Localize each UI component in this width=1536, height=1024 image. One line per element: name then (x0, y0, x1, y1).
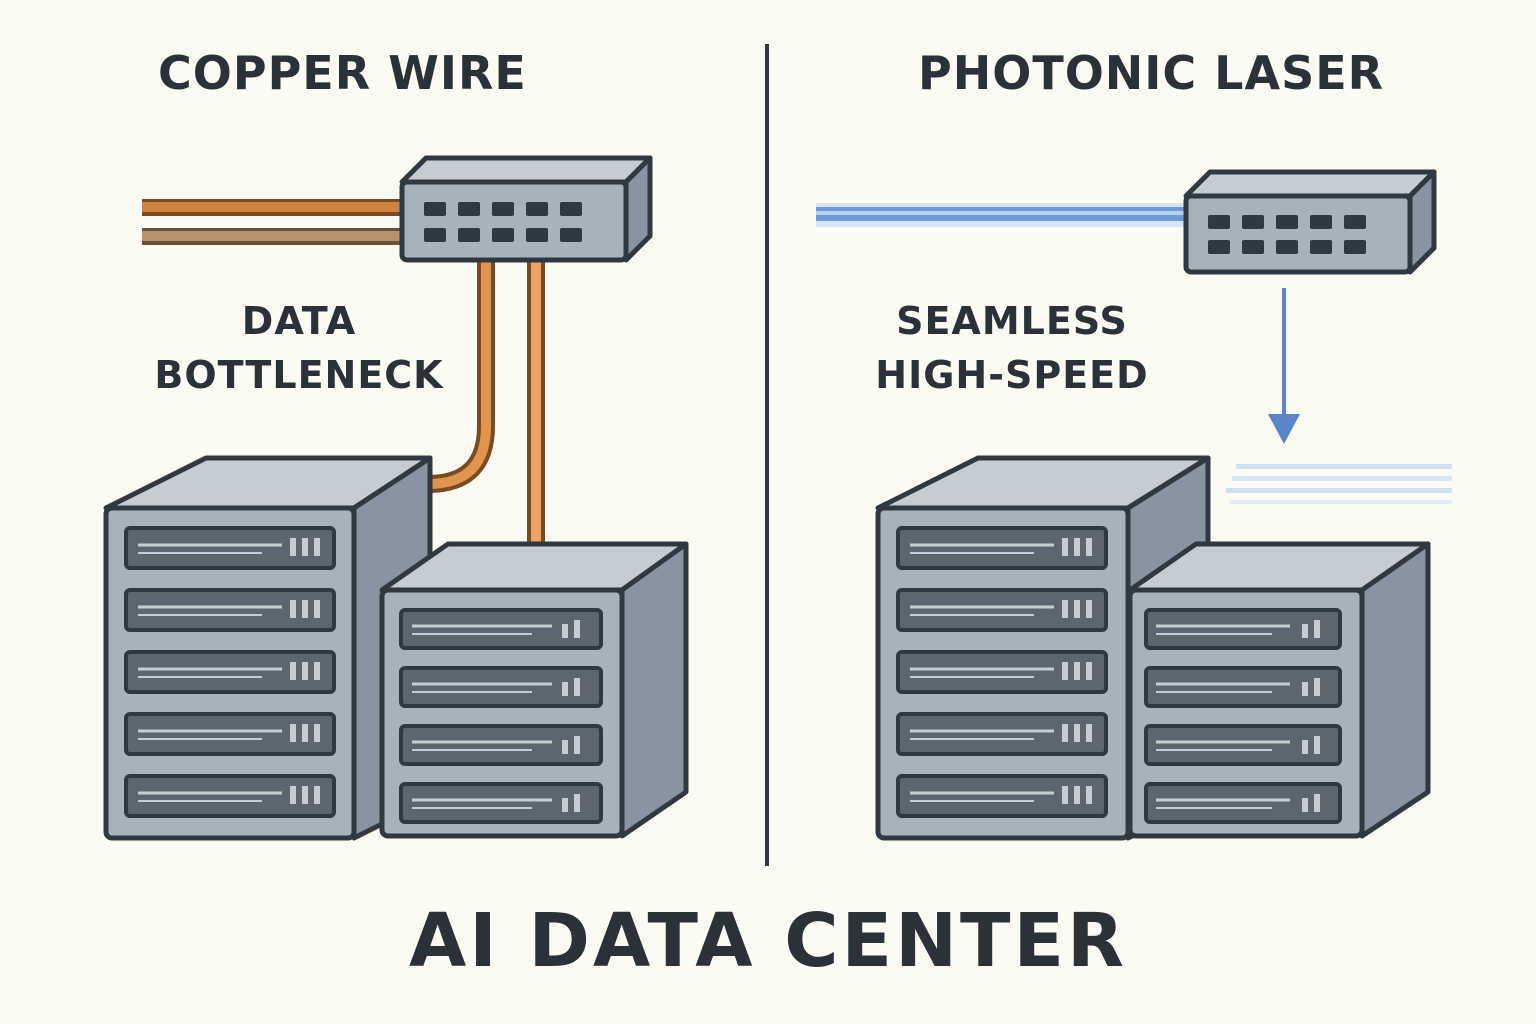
laser-beam (816, 203, 1190, 227)
main-title: AI DATA CENTER (408, 898, 1128, 984)
callout-line-1: SEAMLESS (896, 299, 1128, 343)
down-arrow-icon (1268, 288, 1300, 444)
switch-ports (1208, 215, 1366, 254)
callout-line-1: DATA (241, 299, 357, 343)
network-switch-right (1183, 169, 1437, 275)
copper-cable-vertical (427, 255, 545, 545)
server-rack-left-small (379, 541, 689, 839)
callout-line-2: HIGH-SPEED (875, 353, 1149, 397)
copper-wire-horizontal (142, 199, 404, 245)
copper-panel (103, 155, 689, 841)
copper-wire-title: COPPER WIRE (158, 46, 527, 100)
switch-ports (424, 202, 582, 242)
drive-bays (124, 526, 336, 818)
light-streaks (1226, 464, 1452, 504)
data-bottleneck-callout: DATA BOTTLENECK (140, 294, 458, 402)
drive-bays (896, 526, 1108, 818)
seamless-high-speed-callout: SEAMLESS HIGH-SPEED (862, 294, 1162, 402)
network-switch-left (399, 155, 653, 263)
drive-bays (1144, 608, 1342, 824)
callout-line-2: BOTTLENECK (154, 353, 444, 397)
photonic-laser-title: PHOTONIC LASER (918, 46, 1385, 100)
drive-bays (399, 608, 603, 824)
server-rack-right-small (1127, 541, 1431, 839)
photonic-panel (816, 169, 1452, 841)
